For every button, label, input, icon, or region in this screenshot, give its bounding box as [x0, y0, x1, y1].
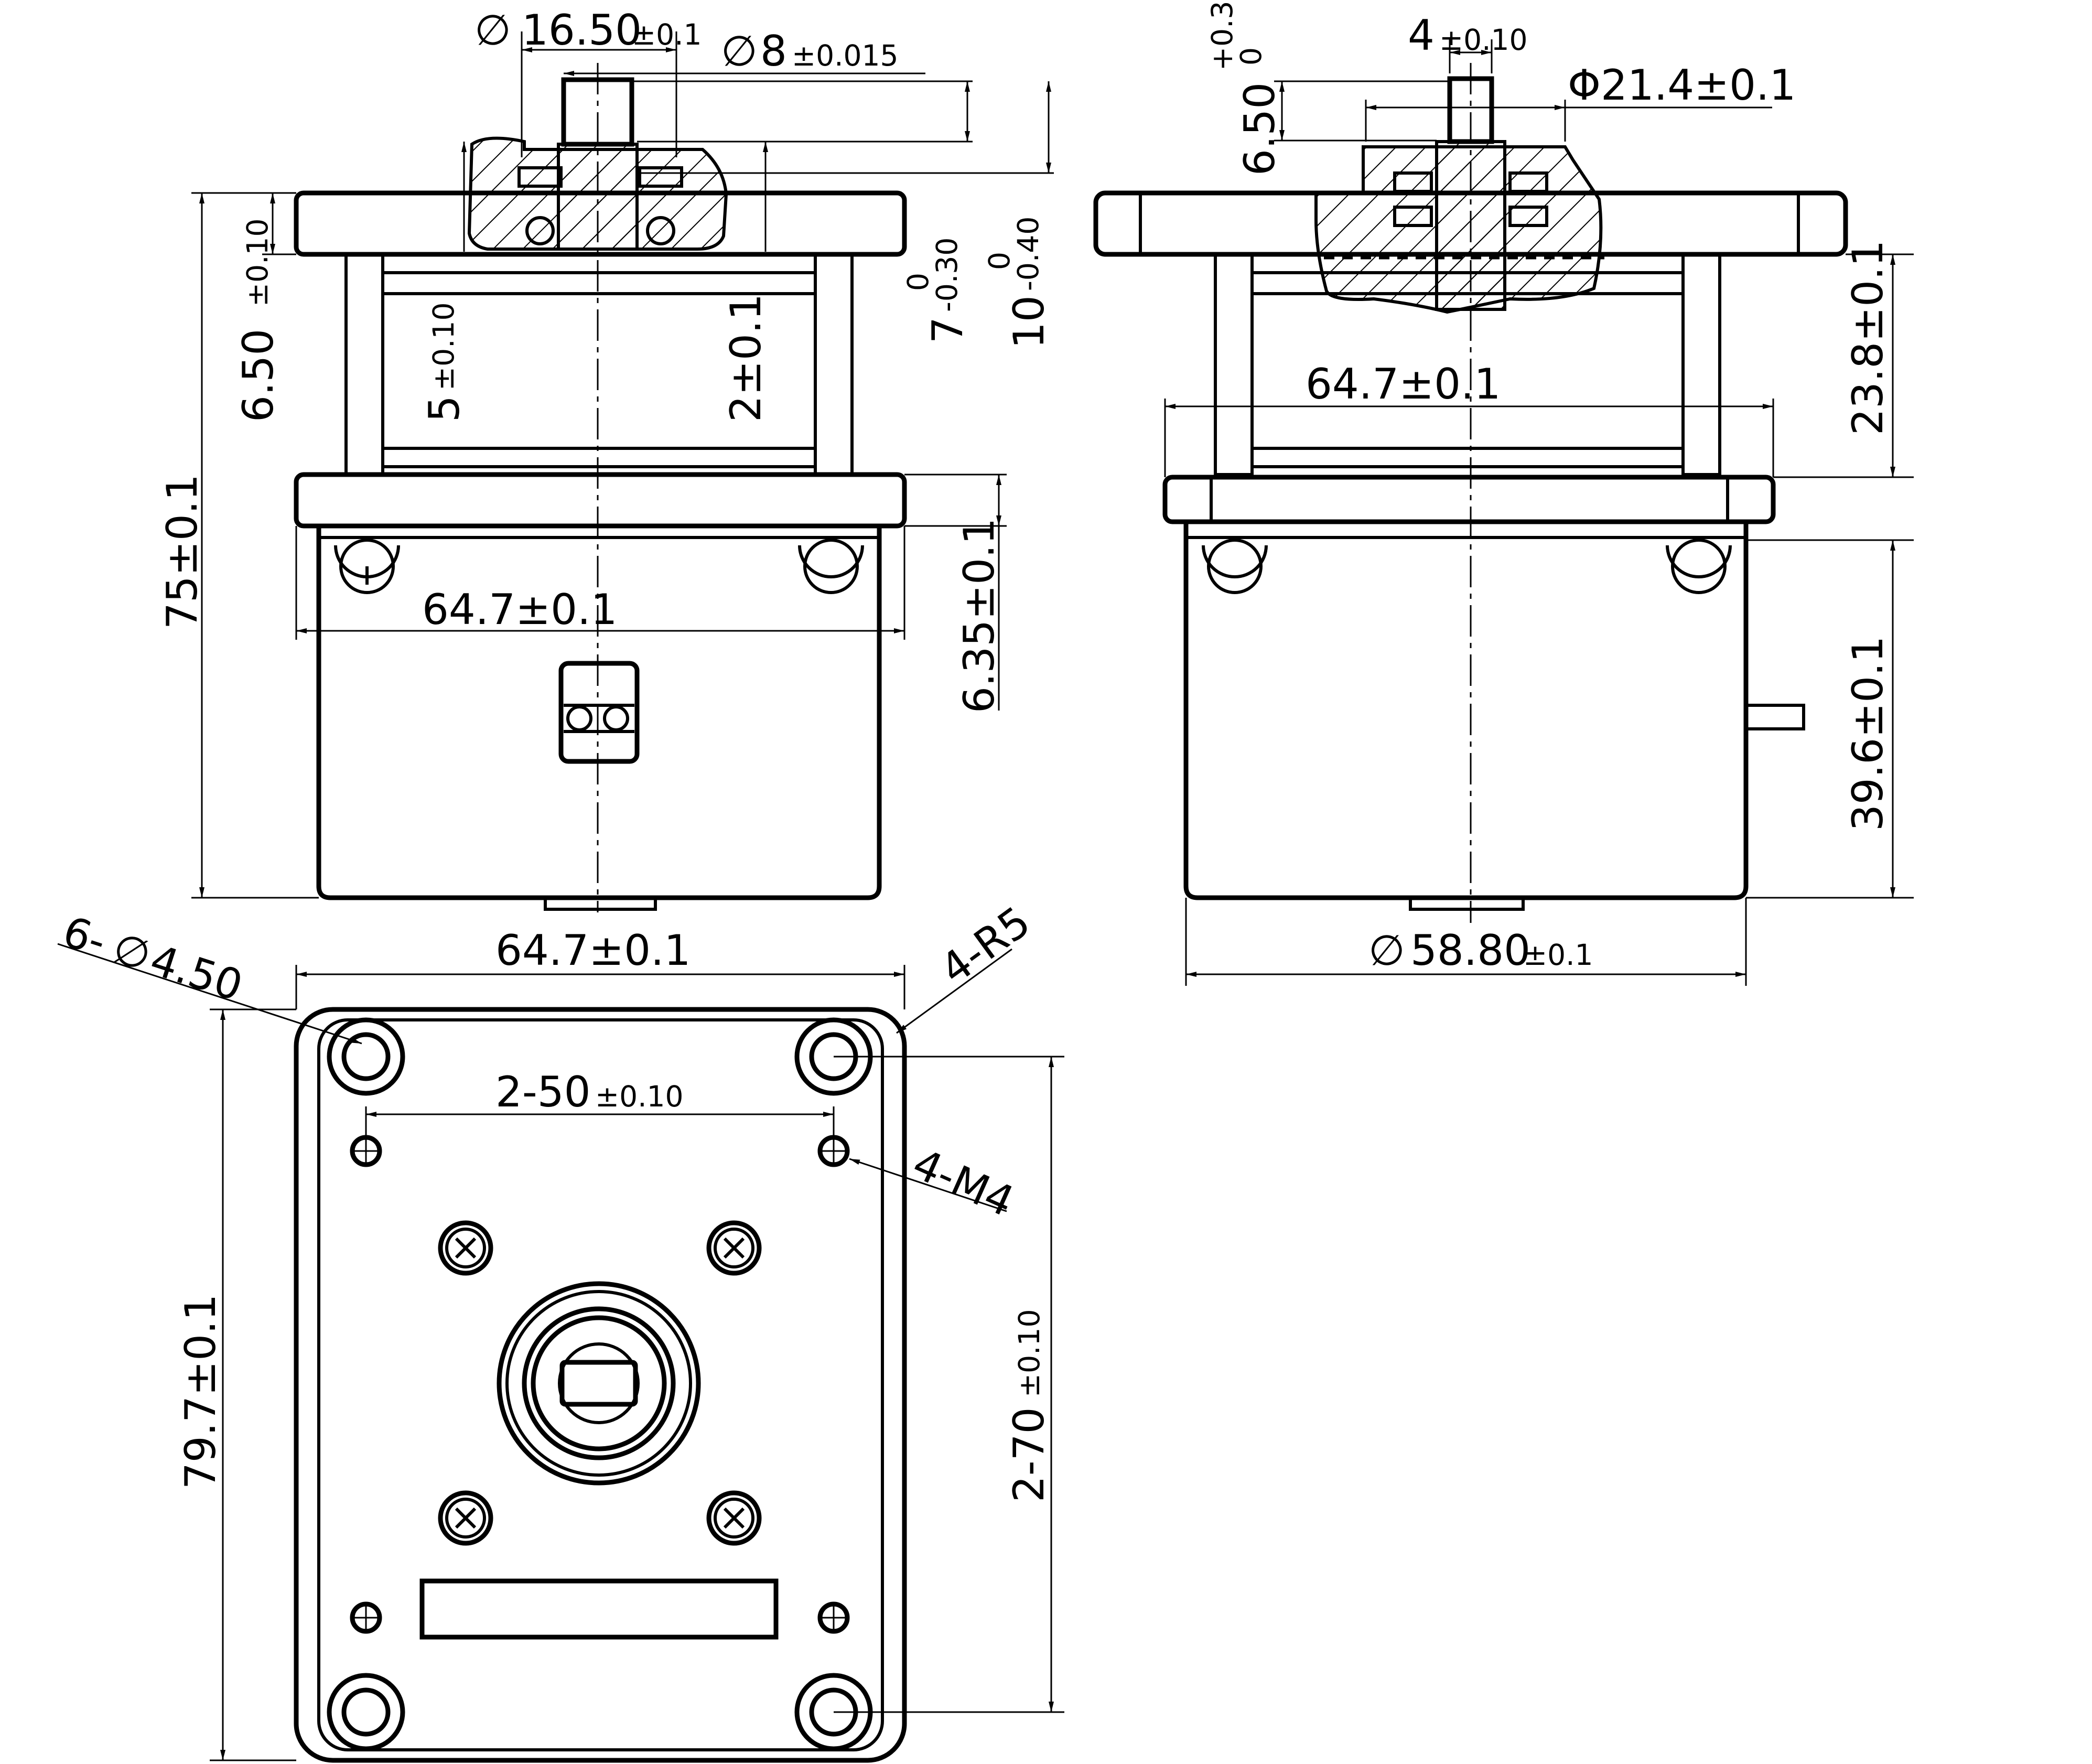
- front-flange-h: 6.50: [234, 329, 283, 422]
- bottom-spacing-v: 2-70: [1005, 1407, 1053, 1502]
- front-dia-1-symbol: ∅: [475, 6, 511, 55]
- front-h2: 2±0.1: [721, 294, 770, 422]
- front-dia-1-tol: ±0.1: [632, 18, 702, 51]
- side-h2: 39.6±0.1: [1843, 636, 1892, 831]
- front-width: 64.7±0.1: [422, 585, 617, 634]
- side-phi: Φ21.4±0.1: [1568, 61, 1796, 110]
- front-h5: 5: [420, 395, 469, 422]
- side-dia-tol: ±0.1: [1523, 938, 1593, 972]
- side-view: 4 ±0.10 6.50 +0.30 0 Φ21.4±0.1 64.7±0.1 …: [1093, 0, 1914, 986]
- front-h10-tol-lo: -0.40: [1011, 217, 1045, 291]
- front-overall-h: 75±0.1: [158, 474, 207, 629]
- front-plate-h: 6.35±0.1: [955, 518, 1004, 713]
- bottom-height: 79.7±0.1: [176, 1294, 225, 1489]
- bottom-spacing-tol: ±0.10: [595, 1080, 684, 1113]
- front-dia-2-tol: ±0.015: [792, 39, 899, 72]
- bottom-spacing: 2-50: [495, 1068, 591, 1116]
- side-shaft-w-tol: ±0.10: [1439, 23, 1528, 57]
- side-width: 64.7±0.1: [1306, 360, 1501, 408]
- bottom-width: 64.7±0.1: [495, 926, 691, 975]
- front-h7: 7: [923, 317, 972, 343]
- side-h-tol-lo: 0: [1234, 47, 1268, 66]
- side-dia-symbol: ∅: [1368, 926, 1405, 975]
- front-view: ∅ 16.50 ±0.1 ∅ 8 ±0.015 6.50 ±0.10 5 ±0.…: [158, 6, 1054, 912]
- front-flange-h-tol: ±0.10: [241, 218, 274, 307]
- front-dia-2-value: 8: [760, 27, 787, 76]
- front-h10-tol-up: 0: [983, 252, 1016, 270]
- side-h1: 23.8±0.1: [1843, 240, 1892, 435]
- bottom-thread: 4-M4: [905, 1139, 1021, 1226]
- bottom-radius: 4-R5: [932, 897, 1039, 994]
- front-h7-tol-up: 0: [901, 273, 935, 291]
- bottom-holes-dia: 4.50: [145, 935, 249, 1010]
- bottom-holes: 6-: [57, 907, 112, 966]
- front-dia-2-symbol: ∅: [721, 27, 758, 76]
- front-h7-tol-lo: -0.30: [930, 238, 964, 312]
- side-h-tol-up: +0.30: [1205, 0, 1239, 71]
- front-h10: 10: [1005, 295, 1053, 349]
- front-dia-1-value: 16.50: [522, 6, 642, 55]
- side-h: 6.50: [1235, 82, 1284, 176]
- bottom-spacing-v-tol: ±0.10: [1012, 1309, 1046, 1397]
- side-shaft-w: 4: [1408, 11, 1435, 60]
- side-dia: 58.80: [1410, 926, 1530, 975]
- front-h5-tol: ±0.10: [427, 302, 460, 391]
- bottom-view: 6- ∅ 4.50 64.7±0.1 4-R5 2-50 ±0.10 4-M4 …: [57, 897, 1064, 1763]
